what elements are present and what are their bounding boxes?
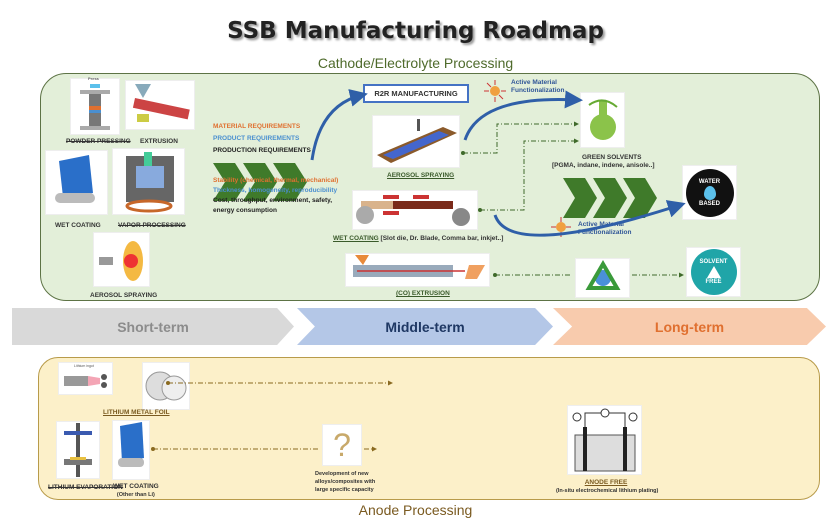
extrusion-label: EXTRUSION [140,138,178,145]
functionalization-icon-1 [484,80,506,107]
functionalization-text-1: Functionalization [511,87,565,94]
vapor-chamber-icon [125,151,174,212]
lithium-ingot-label: Lithium ingot [74,364,94,368]
water-based-badge: WATER BASED [682,165,737,220]
wet-coating-label: WET COATING [55,222,101,229]
wet-coating-title: WET COATING [333,235,379,242]
r2r-spray-icon [377,118,457,163]
energy-text: energy consumption [213,207,277,214]
green-solvents-label: GREEN SOLVENTS [582,154,642,161]
lithium-metal-foil-label: LITHIUM METAL FOIL [103,409,170,416]
aerosol-spraying-image [93,232,150,287]
press-icon [80,83,110,130]
water-text: WATER [698,178,721,185]
evaporation-icon [64,423,92,477]
timeline-long-term: Long-term [553,308,826,345]
active-material-text-2: Active Material [578,221,624,228]
electrochemical-cell-icon [572,408,637,472]
r2r-aerosol-label: AEROSOL SPRAYING [387,172,455,179]
lithium-foil-image [142,362,190,410]
stability-text: Stability (chemical, thermal, mechanical… [213,177,339,184]
anode-wet-coating-label: WET COATING [113,483,159,490]
anode-free-label: ANODE FREE [584,479,628,486]
twin-screw-extruder-icon [352,255,485,279]
spray-nozzle-icon [98,240,143,281]
production-requirements: PRODUCTION REQUIREMENTS [213,147,311,154]
r2r-wet-coating-image [352,190,478,230]
r2r-wet-coating-label: WET COATING [Slot die, Dr. Blade, Comma … [333,235,503,242]
anode-wet-coating-detail: (Other than Li) [116,492,155,498]
functionalization-icon-2 [551,217,571,242]
green-solvents-image [580,92,625,148]
cost-text: Cost, throughput, environment, safety, [213,197,333,204]
coating-roller-icon-2 [118,422,144,467]
extruder-icon [132,84,190,122]
recycle-image [575,258,630,298]
thickness-text: Thickness, homogeneity, reproducibility [213,187,338,194]
chevron-arrows-2 [563,178,657,218]
co-extrusion-image [345,253,490,287]
green-flask-icon [587,99,618,140]
timeline-short-term: Short-term [12,308,294,345]
lithium-evaporation-label: LITHIUM EVAPORATION [48,484,123,491]
extrusion-image [125,80,195,130]
aerosol-spraying-label: AEROSOL SPRAYING [90,292,158,299]
coating-line-icon [356,195,470,226]
press-label: Press [88,76,99,81]
water-drop-icon [703,185,716,200]
coating-roller-icon [54,154,95,203]
vapor-processing-label: VAPOR PROCESSING [118,222,186,229]
cathode-section-title: Cathode/Electrolyte Processing [317,55,514,71]
anode-section-title: Anode Processing [358,502,473,518]
question-mark: ? [322,424,362,466]
anode-free-image [567,405,642,475]
lithium-evaporation-image [56,421,100,479]
rolling-icon [63,373,107,388]
powder-pressing-image [70,78,120,135]
page-title: SSB Manufacturing Roadmap [227,18,604,44]
chevron-arrows-1 [213,163,307,201]
foil-roll-icon [145,371,187,401]
powder-pressing-label: POWDER PRESSING [66,138,131,145]
vapor-processing-image [112,148,185,215]
anode-free-detail: (In-situ electrochemical lithium plating… [556,488,659,494]
material-requirements: MATERIAL REQUIREMENTS [213,123,301,130]
lithium-ingot-image [58,362,113,395]
active-material-text-1: Active Material [511,79,557,86]
product-requirements: PRODUCT REQUIREMENTS [213,135,300,142]
solvent-free-badge: SOLVENT FREE [686,247,741,297]
solvent-text: SOLVENT [699,259,728,265]
development-text-3: large specific capacity [315,487,374,493]
recycle-icon [585,260,620,290]
wet-coating-image [45,150,108,215]
flask-icon [706,266,721,278]
based-text: BASED [698,200,720,207]
anode-wet-coating-image [112,420,150,480]
r2r-manufacturing-box: R2R MANUFACTURING [363,84,469,103]
functionalization-text-2: Functionalization [578,229,632,236]
wet-coating-detail: [Slot die, Dr. Blade, Comma bar, inkjet.… [378,235,504,242]
green-solvents-detail: [PGMA, indane, indene, anisole..] [552,162,655,169]
r2r-aerosol-image [372,115,460,168]
timeline-middle-term: Middle-term [297,308,553,345]
co-extrusion-label: (CO) EXTRUSION [396,290,450,297]
development-text-2: alloys/composites with [315,479,376,485]
development-text-1: Development of new [315,471,369,477]
free-text: FREE [705,279,722,285]
